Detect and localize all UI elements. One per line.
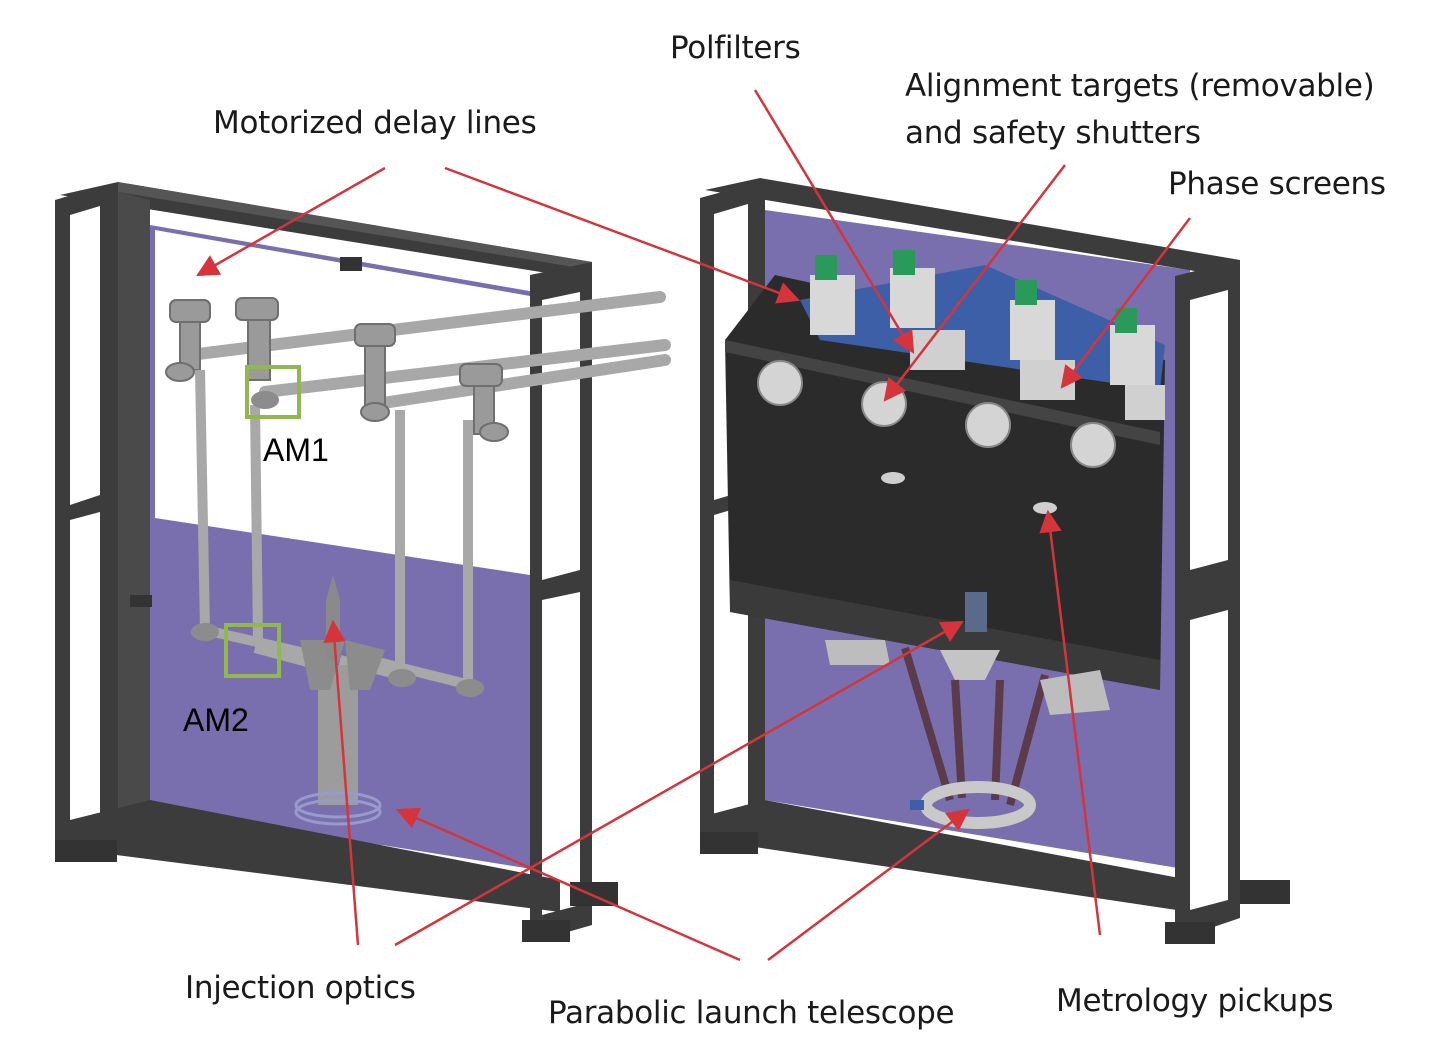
arrow-parabolic-left bbox=[395, 807, 741, 962]
label-motorized-delay-lines: Motorized delay lines bbox=[213, 105, 537, 141]
left-bottom-beam bbox=[62, 800, 560, 912]
label-metrology-pickups: Metrology pickups bbox=[1056, 983, 1334, 1019]
left-inner-post bbox=[118, 192, 150, 815]
label-injection-optics: Injection optics bbox=[185, 970, 416, 1006]
left-top-beam bbox=[60, 182, 592, 278]
arrow-phase-screens bbox=[1060, 217, 1191, 389]
label-alignment-line2: and safety shutters bbox=[905, 115, 1201, 151]
arrow-delay-left bbox=[196, 166, 386, 277]
arrow-parabolic-right bbox=[767, 808, 970, 961]
launch-telescope-assembly bbox=[825, 592, 1110, 829]
label-phase-screens: Phase screens bbox=[1168, 166, 1386, 202]
label-polfilters: Polfilters bbox=[670, 30, 801, 66]
am2-marker bbox=[224, 623, 281, 678]
arrow-metrology bbox=[1039, 509, 1102, 936]
injection-optics-assembly bbox=[294, 575, 385, 826]
label-am2: AM2 bbox=[183, 702, 249, 738]
arrow-alignment bbox=[883, 164, 1066, 402]
am1-marker bbox=[245, 365, 301, 419]
arrow-polfilters bbox=[753, 89, 915, 354]
arrow-injection-to-tower bbox=[323, 619, 360, 946]
label-parabolic-launch-telescope: Parabolic launch telescope bbox=[548, 995, 955, 1031]
polfilter-mounts bbox=[810, 250, 1165, 420]
label-am1: AM1 bbox=[263, 432, 329, 468]
pickoff-mirrors bbox=[191, 391, 484, 697]
right-top-beam bbox=[705, 178, 1240, 276]
metrology-pickup bbox=[1033, 502, 1057, 514]
arrow-delay-right bbox=[444, 166, 801, 304]
left-frame-assembly bbox=[55, 182, 618, 942]
right-frame-assembly bbox=[700, 178, 1290, 944]
label-alignment-line1: Alignment targets (removable) bbox=[905, 68, 1375, 104]
callout-arrows bbox=[196, 89, 1191, 962]
right-bottom-beam bbox=[708, 800, 1190, 912]
arrow-injection-to-telescope bbox=[394, 620, 964, 947]
